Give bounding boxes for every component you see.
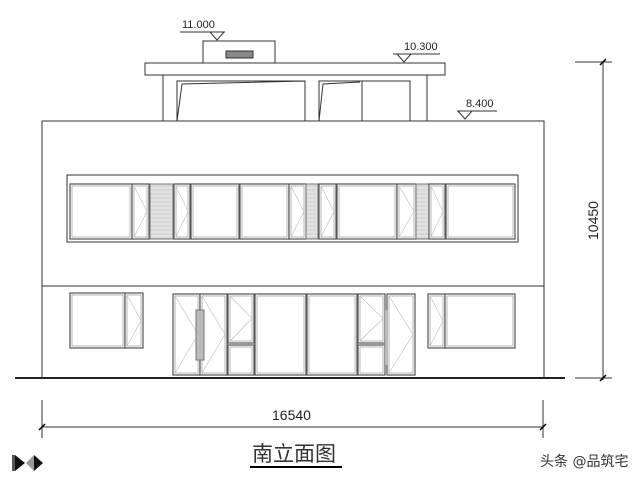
decorative-panel: [415, 183, 430, 240]
dimension-height: 10450: [575, 58, 612, 382]
windows: [69, 183, 516, 376]
casement-window: [131, 183, 150, 240]
casement-window: [288, 183, 307, 240]
fixed-window: [239, 183, 290, 240]
roof-vent: [225, 50, 254, 59]
decorative-panel: [305, 183, 319, 240]
fixed-window: [190, 183, 240, 240]
casement-window: [357, 293, 386, 344]
fixed-window: [227, 344, 255, 376]
casement-window: [427, 293, 446, 349]
door-leaf: [386, 293, 416, 376]
fixed-window: [445, 183, 516, 240]
dimension-height-label: 10450: [585, 201, 601, 240]
roof-structure: [144, 40, 446, 122]
casement-window: [227, 293, 255, 344]
logo-icon: [12, 455, 43, 471]
building-body: [15, 120, 565, 379]
fixed-window: [69, 292, 126, 349]
roof-frame-right: [318, 80, 411, 122]
fixed-window: [254, 293, 307, 376]
elevation-label-top: 11.000: [182, 19, 215, 31]
door-handle: [195, 309, 205, 361]
fixed-window: [444, 293, 516, 349]
door-handle: [385, 310, 388, 365]
elevation-label-parapet: 8.400: [466, 98, 494, 110]
casement-window: [428, 183, 446, 240]
elevation-marker-parapet: 8.400: [457, 98, 497, 120]
casement-window: [173, 183, 191, 240]
fixed-window: [306, 293, 358, 376]
dimension-width: 16540: [38, 400, 547, 438]
dimension-width-label: 16540: [272, 407, 311, 423]
casement-window: [318, 183, 337, 240]
drawing-title: 南立面图: [252, 442, 336, 466]
fixed-window: [69, 183, 133, 240]
elevation-marker-top: 11.000: [180, 19, 225, 41]
roof-frame-left: [176, 80, 306, 122]
casement-window: [396, 183, 417, 240]
casement-window: [124, 292, 144, 349]
fixed-window: [336, 183, 398, 240]
fixed-window: [357, 344, 386, 376]
decorative-panel: [149, 183, 174, 240]
watermark: 头条 @品筑宅: [540, 453, 628, 470]
elevation-label-roof: 10.300: [404, 41, 438, 53]
roof-slab: [144, 62, 446, 76]
elevation-marker-roof: 10.300: [393, 41, 440, 63]
window-band: [66, 174, 519, 243]
